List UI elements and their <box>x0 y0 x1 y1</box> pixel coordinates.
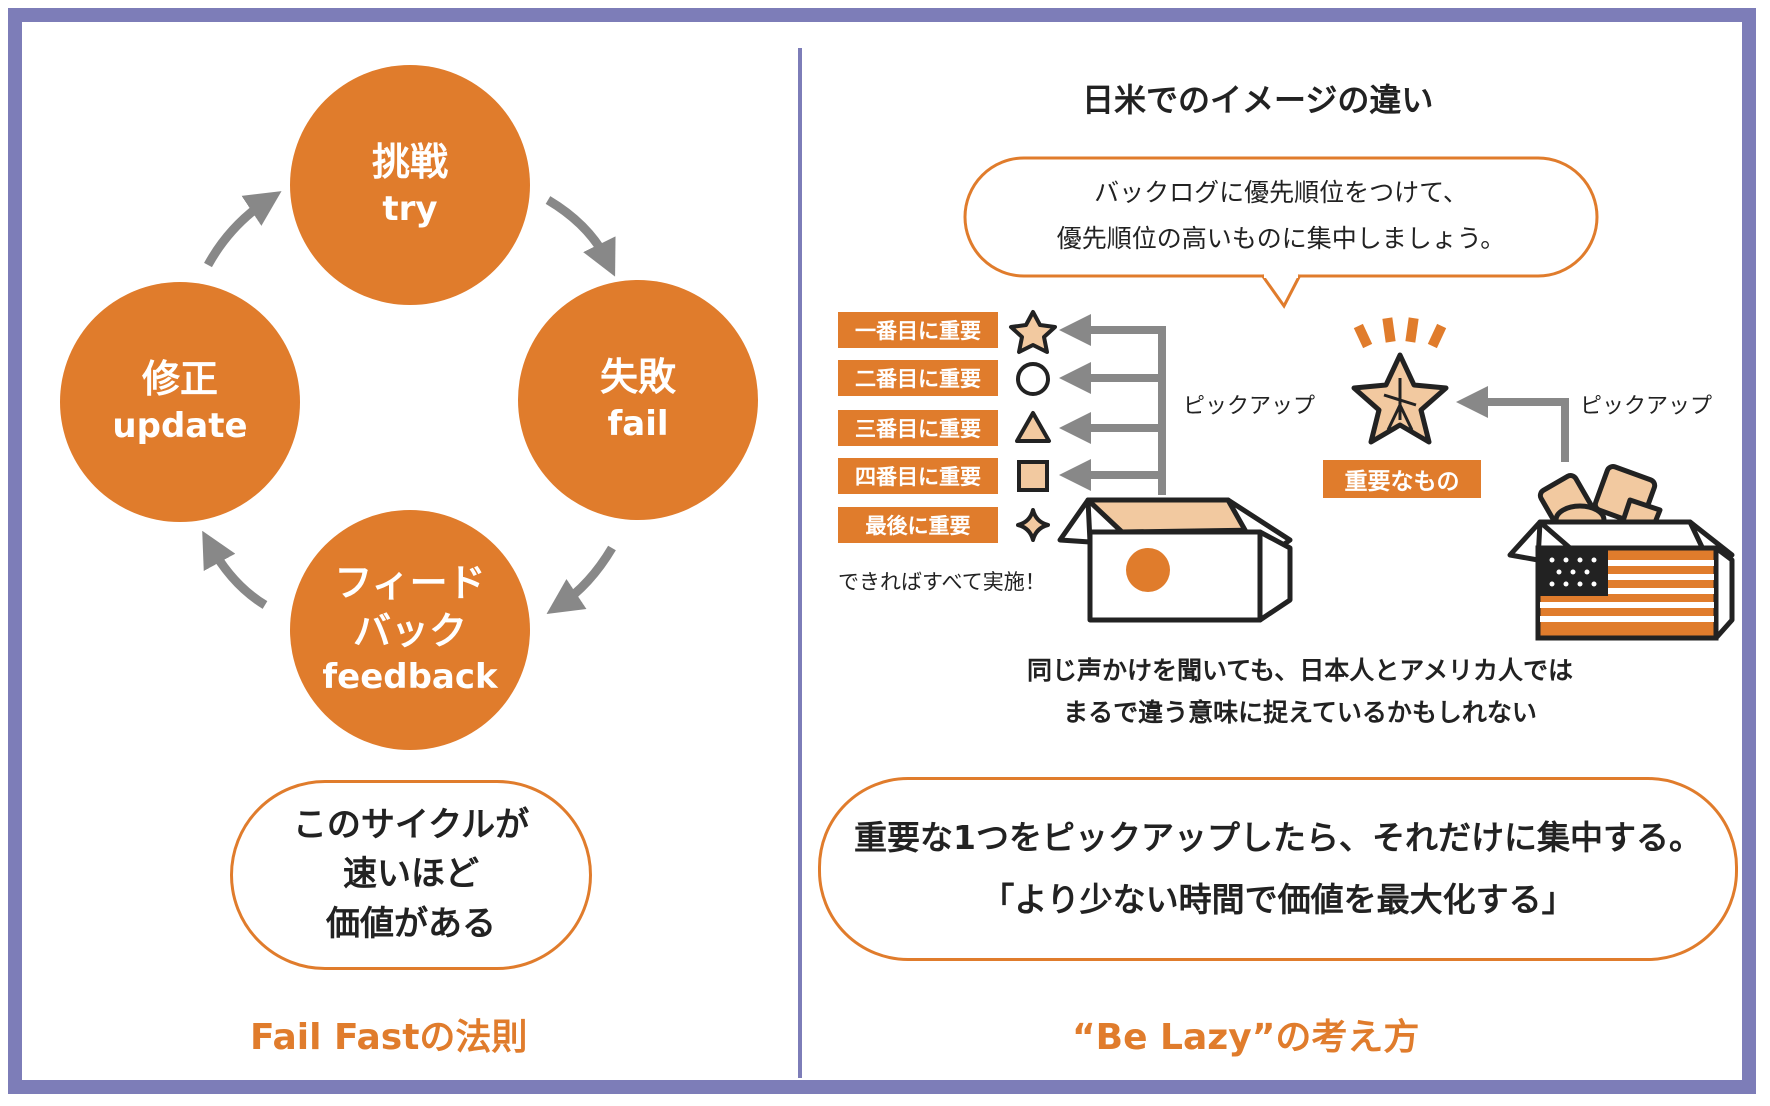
cycle-node-label: フィード バック <box>334 561 486 653</box>
circle-shape-icon <box>1016 362 1050 396</box>
rank-label: 最後に重要 <box>838 507 998 543</box>
cycle-node-label: 失敗 <box>599 355 676 400</box>
cycle-note-line: 速いほど <box>343 854 479 895</box>
speech-bubble-line: 優先順位の高いものに集中しましょう。 <box>1056 224 1506 253</box>
cycle-node-sub: update <box>112 405 248 446</box>
right-title: 日米でのイメージの違い <box>1082 81 1434 119</box>
cycle-note-line: このサイクルが <box>292 805 530 846</box>
japan-box-icon <box>1057 497 1293 623</box>
japan-flag-circle <box>1126 548 1170 592</box>
cycle-node-sub: fail <box>607 403 669 444</box>
summary-line: 「より少ない時間で価値を最大化する」 <box>981 880 1575 919</box>
cycle-node-label: 修正 <box>141 357 218 402</box>
caption-line: まるで違う意味に捉えているかもしれない <box>1063 698 1537 727</box>
cycle-node-sub: try <box>382 188 438 229</box>
speech-bubble-text: バックログに優先順位をつけて、 優先順位の高いものに集中しましょう。 <box>965 170 1597 262</box>
cycle-note-line: 価値がある <box>326 903 496 944</box>
important-label: 重要なもの <box>1323 460 1481 498</box>
rank-label: 三番目に重要 <box>838 410 998 446</box>
triangle-shape-icon <box>1015 411 1051 443</box>
pickup-label-us: ピックアップ <box>1580 394 1713 419</box>
left-footer-title: Fail Fastの法則 <box>250 1017 528 1058</box>
right-footer-title: “Be Lazy”の考え方 <box>1072 1017 1420 1058</box>
sparkle-shape-icon <box>1016 508 1050 542</box>
us-flag-icon <box>1535 545 1719 641</box>
comparison-caption: 同じ声かけを聞いても、日本人とアメリカ人では まるで違う意味に捉えているかもしれ… <box>900 650 1700 734</box>
speech-bubble-line: バックログに優先順位をつけて、 <box>1094 178 1468 207</box>
arrow-try-to-fail <box>545 196 616 277</box>
pickup-label-japan: ピックアップ <box>1183 394 1316 419</box>
square-shape-icon <box>1017 460 1049 492</box>
caption-line: 同じ声かけを聞いても、日本人とアメリカ人では <box>1026 656 1573 685</box>
summary-pill: 重要な1つをピックアップしたら、それだけに集中する。 「より少ない時間で価値を最… <box>818 777 1738 961</box>
cycle-node-sub: feedback <box>322 657 498 698</box>
star-shape-icon <box>1009 310 1057 354</box>
arrow-fail-to-feedback <box>546 545 616 614</box>
panel-divider <box>798 48 802 1078</box>
cycle-node-update: 修正 update <box>60 282 300 522</box>
rank-label: 二番目に重要 <box>838 360 998 396</box>
cycle-node-fail: 失敗 fail <box>518 280 758 520</box>
cycle-note: このサイクルが 速いほど 価値がある <box>230 780 592 970</box>
important-star-icon <box>1351 352 1449 445</box>
rank-label: 四番目に重要 <box>838 458 998 494</box>
summary-line: 重要な1つをピックアップしたら、それだけに集中する。 <box>854 818 1702 857</box>
arrow-update-to-try <box>204 191 282 268</box>
cycle-node-label: 挑戦 <box>371 140 448 185</box>
cycle-node-feedback: フィード バック feedback <box>290 510 530 750</box>
do-all-note: できればすべて実施！ <box>838 570 1046 594</box>
rank-label: 一番目に重要 <box>838 312 998 348</box>
arrow-feedback-to-update <box>202 530 268 609</box>
cycle-node-try: 挑戦 try <box>290 65 530 305</box>
